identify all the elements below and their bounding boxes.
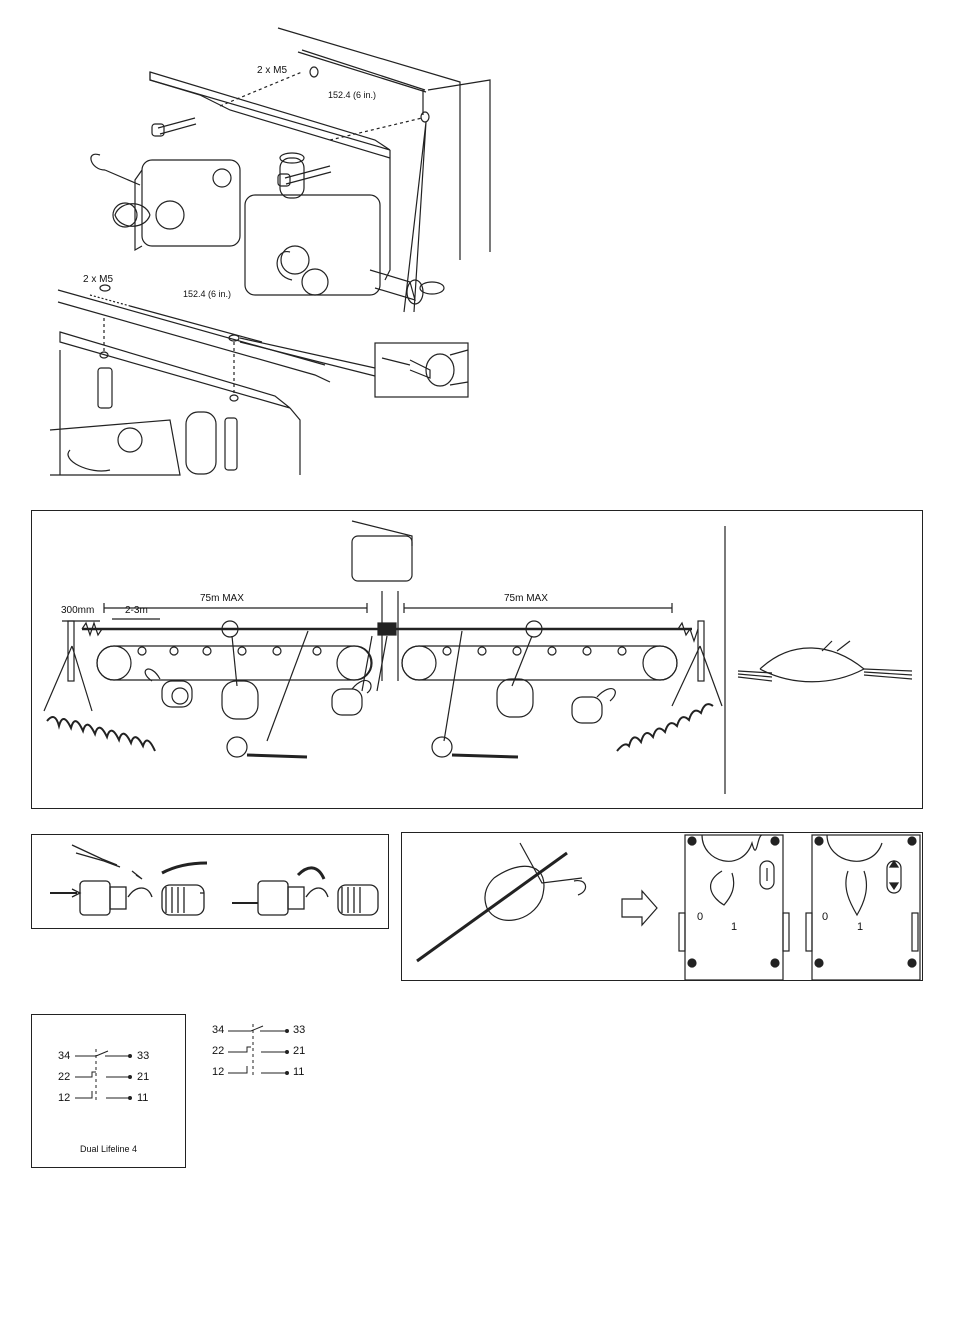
free-row-3-right: 11 [293, 1066, 305, 1078]
pos-0-a: 0 [697, 911, 704, 923]
free-row-3-left: 12 [212, 1066, 225, 1078]
top-dim-label: 152.4 (6 in.) [328, 90, 377, 100]
lifeline-layout-drawing [43, 520, 913, 794]
contact-symbols-boxed [75, 1049, 132, 1100]
boxed-row-1-left: 34 [58, 1050, 71, 1062]
free-row-1-right: 33 [293, 1024, 306, 1036]
bottom-hole-label: 2 x M5 [83, 274, 114, 285]
cable-cut-panel [31, 834, 389, 929]
pos-1-a: 1 [731, 921, 738, 933]
adjustment-panel: 0 1 0 1 [401, 832, 923, 981]
free-row-1-left: 34 [212, 1024, 225, 1036]
right-span-label: 75m MAX [504, 593, 548, 604]
boxed-row-2-left: 22 [58, 1071, 71, 1083]
free-row-2-right: 21 [293, 1045, 306, 1057]
end-offset-label: 300mm [61, 605, 95, 616]
boxed-row-2-right: 21 [137, 1071, 150, 1083]
mounting-drawing [49, 27, 491, 476]
free-row-2-left: 22 [212, 1045, 225, 1057]
mounting-illustration: 2 x M5 152.4 (6 in.) 2 x M5 152.4 (6 in.… [30, 20, 510, 480]
cable-cut-drawing [50, 844, 379, 916]
pos-0-b: 0 [822, 911, 829, 923]
boxed-row-3-right: 11 [137, 1092, 149, 1104]
pos-1-b: 1 [857, 921, 864, 933]
top-hole-label: 2 x M5 [257, 65, 288, 76]
support-spacing-label: 2-3m [125, 605, 148, 616]
contact-symbols-free [228, 1024, 289, 1075]
left-span-label: 75m MAX [200, 593, 244, 604]
contact-diagram-boxed: 34 33 22 21 12 11 Dual Lifeline 4 [31, 1014, 186, 1168]
contact-caption: Dual Lifeline 4 [79, 1144, 138, 1154]
contact-diagram-free: 34 33 22 21 12 11 [205, 1020, 325, 1085]
boxed-row-1-right: 33 [137, 1050, 150, 1062]
adjustment-drawing [416, 834, 921, 981]
bottom-dim-label: 152.4 (6 in.) [183, 289, 232, 299]
lifeline-layout-panel: 300mm 2-3m 75m MAX 75m MAX [31, 510, 923, 809]
boxed-row-3-left: 12 [58, 1092, 71, 1104]
